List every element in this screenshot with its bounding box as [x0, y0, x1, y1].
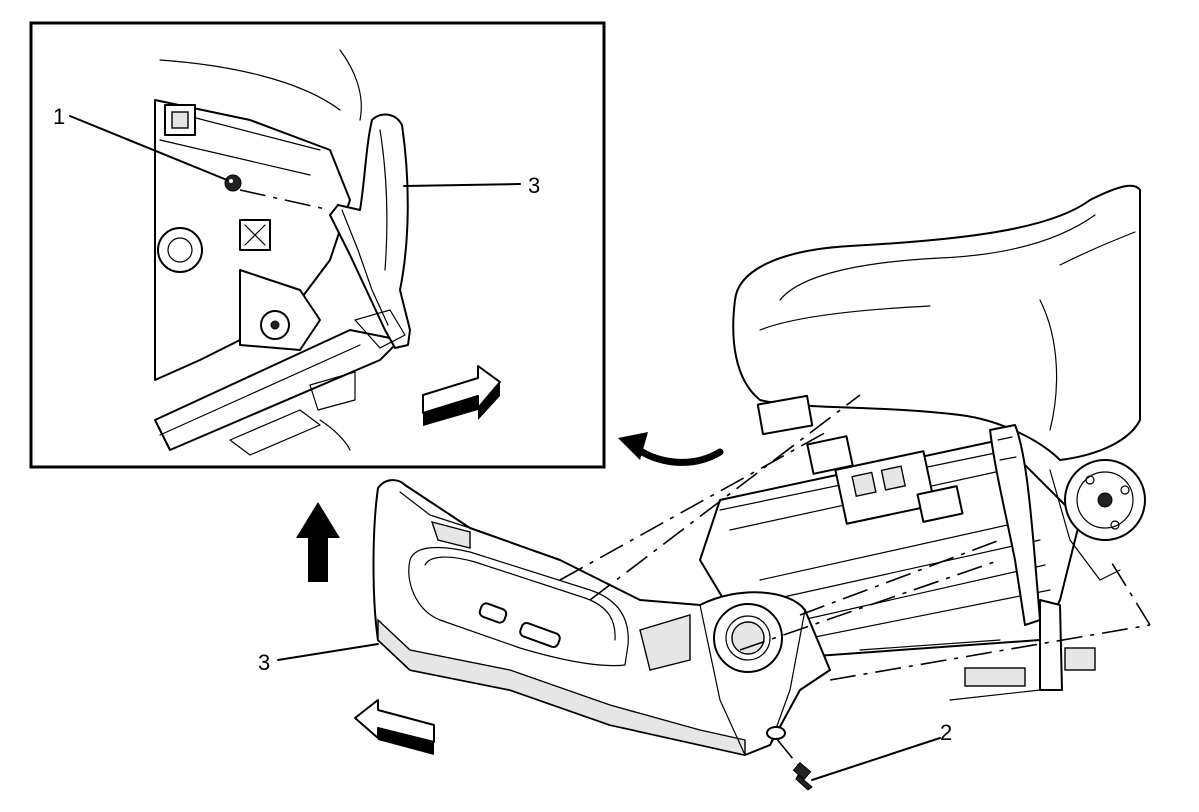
- outline-left-arrow: [354, 699, 435, 755]
- inset-fastener: [224, 174, 242, 192]
- switch-slot-upper: [478, 602, 508, 624]
- leader-inset-cover: [403, 183, 521, 187]
- leader-main-screw: [811, 737, 941, 781]
- inset-seat-rail: [154, 329, 401, 451]
- detail-inset: [29, 21, 606, 469]
- switch-panel-recess: [408, 546, 629, 667]
- leader-inset-fastener: [69, 115, 228, 181]
- callout-2: 2: [940, 720, 952, 745]
- screw-fastener: [775, 737, 813, 791]
- callout-3-inset: 3: [528, 173, 540, 198]
- switch-slot-lower: [519, 621, 561, 649]
- screw-hole: [766, 726, 786, 740]
- outer-side-cover: [372, 479, 831, 756]
- callout-leaders: [69, 115, 941, 781]
- outer-side-cover-body: [372, 479, 831, 756]
- callout-3-main: 3: [258, 650, 270, 675]
- outline-right-arrow: [422, 365, 501, 426]
- leader-main-cover: [277, 643, 379, 661]
- inset-side-cover: [329, 113, 411, 349]
- alignment-lines: [559, 394, 1151, 681]
- curved-detail-arrow: [618, 432, 724, 466]
- callout-1: 1: [53, 104, 65, 129]
- solid-up-arrow: [296, 502, 340, 582]
